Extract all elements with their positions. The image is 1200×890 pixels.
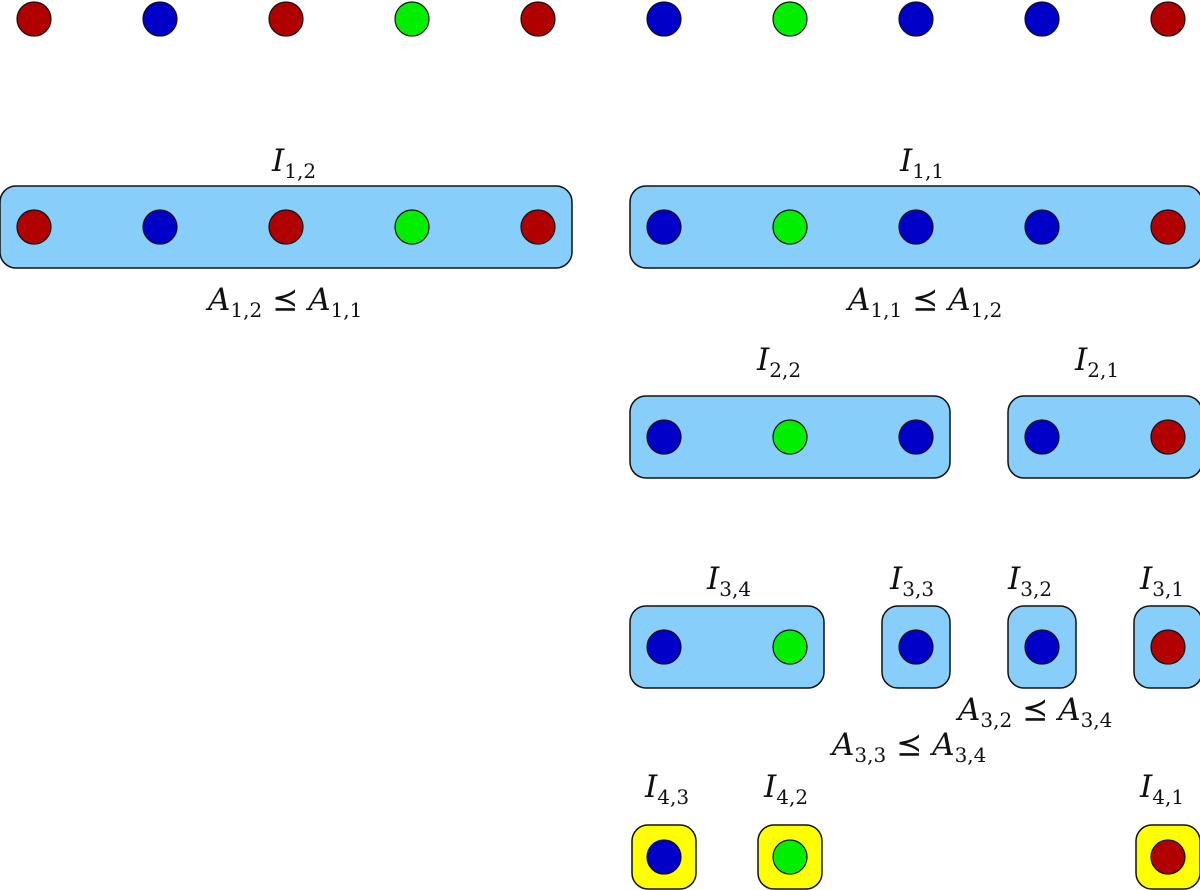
interval-box-i34 <box>629 605 825 689</box>
interval-dot-green <box>772 209 808 245</box>
label-i12: I1,2 <box>271 143 316 183</box>
label-i43: I4,3 <box>644 769 689 809</box>
label-i42: I4,2 <box>763 769 808 809</box>
label-i11: I1,1 <box>899 143 944 183</box>
interval-dot-green <box>772 419 808 455</box>
color-sequence <box>16 1 1186 37</box>
relation-r1: A1,2⪯A1,1 <box>205 282 362 322</box>
sequence-dot-red <box>16 1 52 37</box>
label-i34: I3,4 <box>706 561 751 601</box>
interval-dot-blue <box>142 209 178 245</box>
interval-dot-green <box>394 209 430 245</box>
label-i32: I3,2 <box>1007 561 1052 601</box>
sequence-dot-blue <box>898 1 934 37</box>
interval-dot-red <box>1150 209 1186 245</box>
interval-dot-red <box>1150 839 1186 875</box>
interval-dot-blue <box>898 209 934 245</box>
interval-dot-red <box>520 209 556 245</box>
interval-dot-red <box>268 209 304 245</box>
sequence-dot-blue <box>1024 1 1060 37</box>
label-i41: I4,1 <box>1139 769 1184 809</box>
sequence-dot-red <box>520 1 556 37</box>
interval-dot-blue <box>1024 419 1060 455</box>
label-i21: I2,1 <box>1074 342 1119 382</box>
label-i33: I3,3 <box>889 561 934 601</box>
interval-dot-red <box>1150 629 1186 665</box>
interval-dot-blue <box>646 629 682 665</box>
sequence-dot-red <box>1150 1 1186 37</box>
relation-r3: A3,2⪯A3,4 <box>955 692 1112 732</box>
sequence-dot-blue <box>646 1 682 37</box>
relation-r2: A1,1⪯A1,2 <box>845 282 1002 322</box>
label-i22: I2,2 <box>756 342 801 382</box>
sequence-dot-green <box>772 1 808 37</box>
interval-dot-green <box>772 629 808 665</box>
interval-dot-blue <box>1024 209 1060 245</box>
interval-dot-green <box>772 839 808 875</box>
sequence-dot-red <box>268 1 304 37</box>
label-i31: I3,1 <box>1139 561 1184 601</box>
relation-r4: A3,3⪯A3,4 <box>829 727 986 767</box>
interval-dot-blue <box>646 419 682 455</box>
interval-dot-blue <box>898 419 934 455</box>
sequence-dot-blue <box>142 1 178 37</box>
interval-dot-blue <box>646 839 682 875</box>
interval-dot-blue <box>646 209 682 245</box>
interval-box-i21 <box>1007 395 1200 479</box>
sequence-dot-green <box>394 1 430 37</box>
interval-dot-blue <box>1024 629 1060 665</box>
interval-dot-red <box>1150 419 1186 455</box>
interval-dot-blue <box>898 629 934 665</box>
interval-dot-red <box>16 209 52 245</box>
interval-boxes <box>0 185 1200 890</box>
